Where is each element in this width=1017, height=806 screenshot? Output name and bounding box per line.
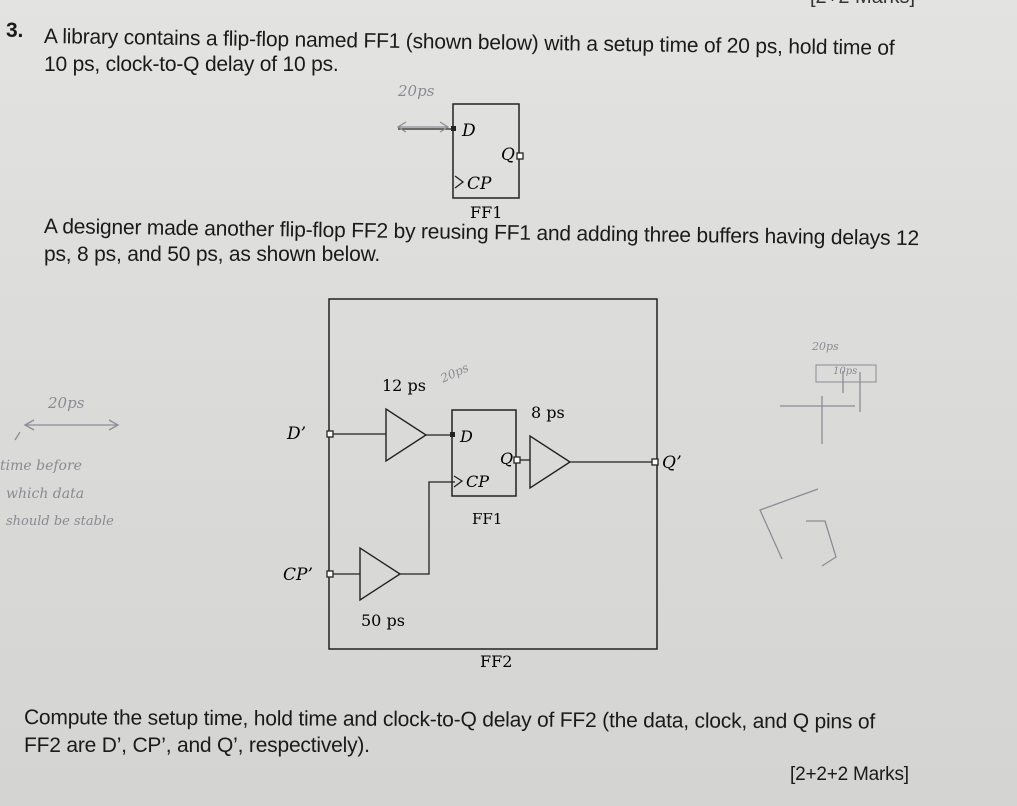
note-right-top: 20ps [812, 340, 839, 353]
ff1-cp-pin: CP [467, 174, 492, 194]
designer-line-2: ps, 8 ps, and 50 ps, as shown below. [44, 243, 381, 266]
note-ff1: 20ps [398, 82, 435, 100]
buffer-12ps-label: 12 ps [382, 376, 426, 395]
note-left-1: 20ps [48, 394, 85, 412]
buffer-8ps [529, 434, 572, 490]
buffer-12ps [385, 407, 428, 463]
handwritten-annotations [14, 121, 877, 567]
question-number: 3. [6, 19, 24, 42]
buffer-8ps-label: 8 ps [531, 403, 565, 422]
intro-line-2: 10 ps, clock-to-Q delay of 10 ps. [44, 53, 339, 76]
ff2-symbol: FF2 D’ 12 ps D Q CP FF1 8 ps Q’ [283, 298, 682, 671]
ff1-d-pin: D [461, 121, 476, 141]
ff1-name: FF1 [470, 203, 502, 222]
note-left-2: time before [0, 458, 82, 474]
note-left-3: which data [6, 486, 85, 502]
note-right-box: 10ps [833, 366, 858, 377]
inner-q-pin: Q [500, 449, 513, 468]
note-left-4: should be stable [6, 514, 114, 529]
ff2-q-out-label: Q’ [662, 453, 682, 473]
ff2-cp-in-label: CP’ [283, 565, 313, 585]
ff2-name: FF2 [480, 652, 512, 671]
buffer-50ps [359, 546, 402, 602]
ff2-d-in-label: D’ [286, 424, 306, 444]
inner-d-pin: D [459, 427, 473, 446]
task-line-2: FF2 are D’, CP’, and Q’, respectively). [24, 734, 370, 757]
buffer-50ps-label: 50 ps [361, 611, 405, 630]
inner-ff1-box [451, 409, 517, 497]
top-marks-fragment: [2+2 Marks] [810, 0, 915, 9]
inner-cp-pin: CP [466, 472, 489, 491]
ff1-symbol: D Q CP FF1 [398, 103, 524, 222]
marks-label: [2+2+2 Marks] [790, 764, 909, 785]
ff1-q-pin: Q [501, 145, 515, 165]
inner-ff1-name: FF1 [472, 510, 502, 528]
